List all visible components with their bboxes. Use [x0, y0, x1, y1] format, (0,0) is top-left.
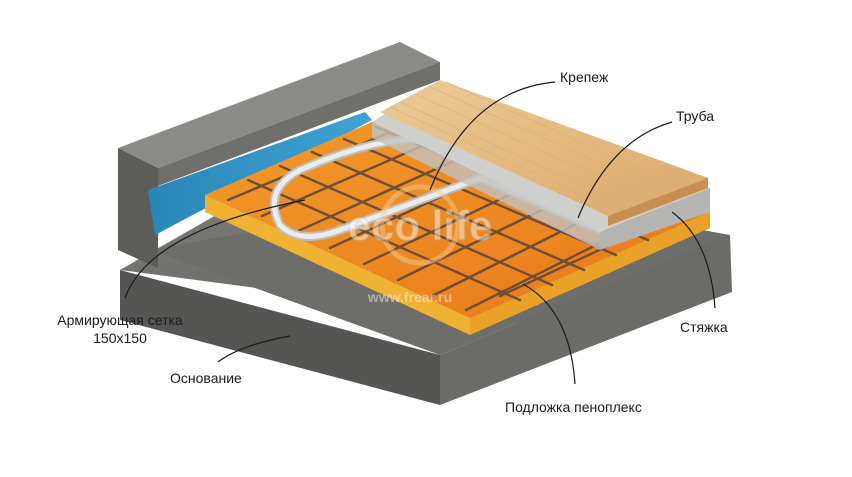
label-base: Основание: [170, 370, 242, 386]
label-foam-underlay: Подложка пеноплекс: [505, 399, 642, 415]
label-mesh-line1: Армирующая сетка: [57, 312, 183, 328]
leader-setka: [124, 199, 306, 299]
label-mesh-line2: 150x150: [93, 330, 147, 346]
label-fastener: Крепеж: [560, 69, 609, 85]
watermark: eco life www.frear.ru: [347, 184, 493, 305]
watermark-logo-text: eco life: [348, 202, 493, 249]
leader-osnovanie: [217, 335, 291, 363]
watermark-url: www.frear.ru: [367, 289, 452, 305]
leader-styazhka: [671, 211, 716, 309]
label-pipe: Труба: [676, 108, 715, 124]
wood-floor: [380, 80, 708, 226]
leader-truba: [577, 121, 673, 219]
watermark-logo-circle: [379, 184, 461, 266]
concrete-wall: [118, 42, 440, 268]
leader-podlozhka: [522, 283, 576, 385]
leader-krepezh: [429, 81, 556, 191]
leader-lines: [124, 81, 716, 385]
label-screed: Стяжка: [680, 319, 728, 335]
label-reinforcing-mesh: Армирующая сетка 150x150: [40, 311, 200, 347]
